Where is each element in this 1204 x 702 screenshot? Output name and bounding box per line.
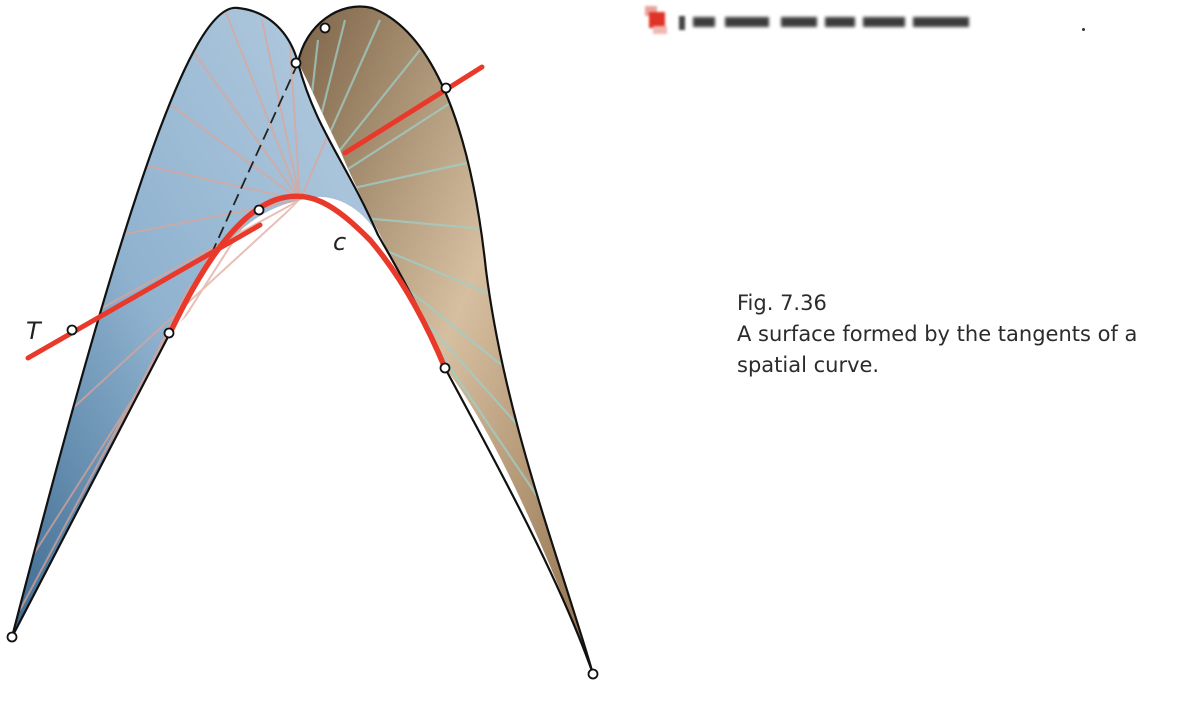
tangent-line-t-continued [342,64,485,156]
point-marker [6,631,18,643]
hidden-tangent-dashed [204,62,299,269]
tangent-line-t [25,222,263,361]
point-marker [440,82,452,94]
right-sheet-rulings [298,19,561,531]
left-outline [10,6,595,675]
figure-caption: Fig. 7.36 A surface formed by the tangen… [737,288,1197,381]
point-marker [319,22,331,34]
point-marker [439,362,451,374]
caption-figure-number: Fig. 7.36 [737,291,827,315]
right-surface-sheet [298,6,593,675]
point-marker [290,57,302,69]
point-markers [6,22,599,680]
point-marker [587,668,599,680]
point-marker [253,204,265,216]
right-outline [296,5,595,675]
blurred-header-period [1082,28,1085,31]
spatial-curve-c [167,193,448,371]
point-marker [66,324,78,336]
label-curve-c: c [333,228,346,256]
label-tangent-t: T [26,317,43,345]
caption-text: A surface formed by the tangents of a sp… [737,322,1138,377]
point-marker [163,327,175,339]
blurred-marker-icon [641,6,685,36]
tangent-surface-figure: T c [6,5,599,680]
blurred-header-line [641,6,1091,40]
blurred-header-text [693,15,1033,31]
lower-left-edge [11,332,171,638]
